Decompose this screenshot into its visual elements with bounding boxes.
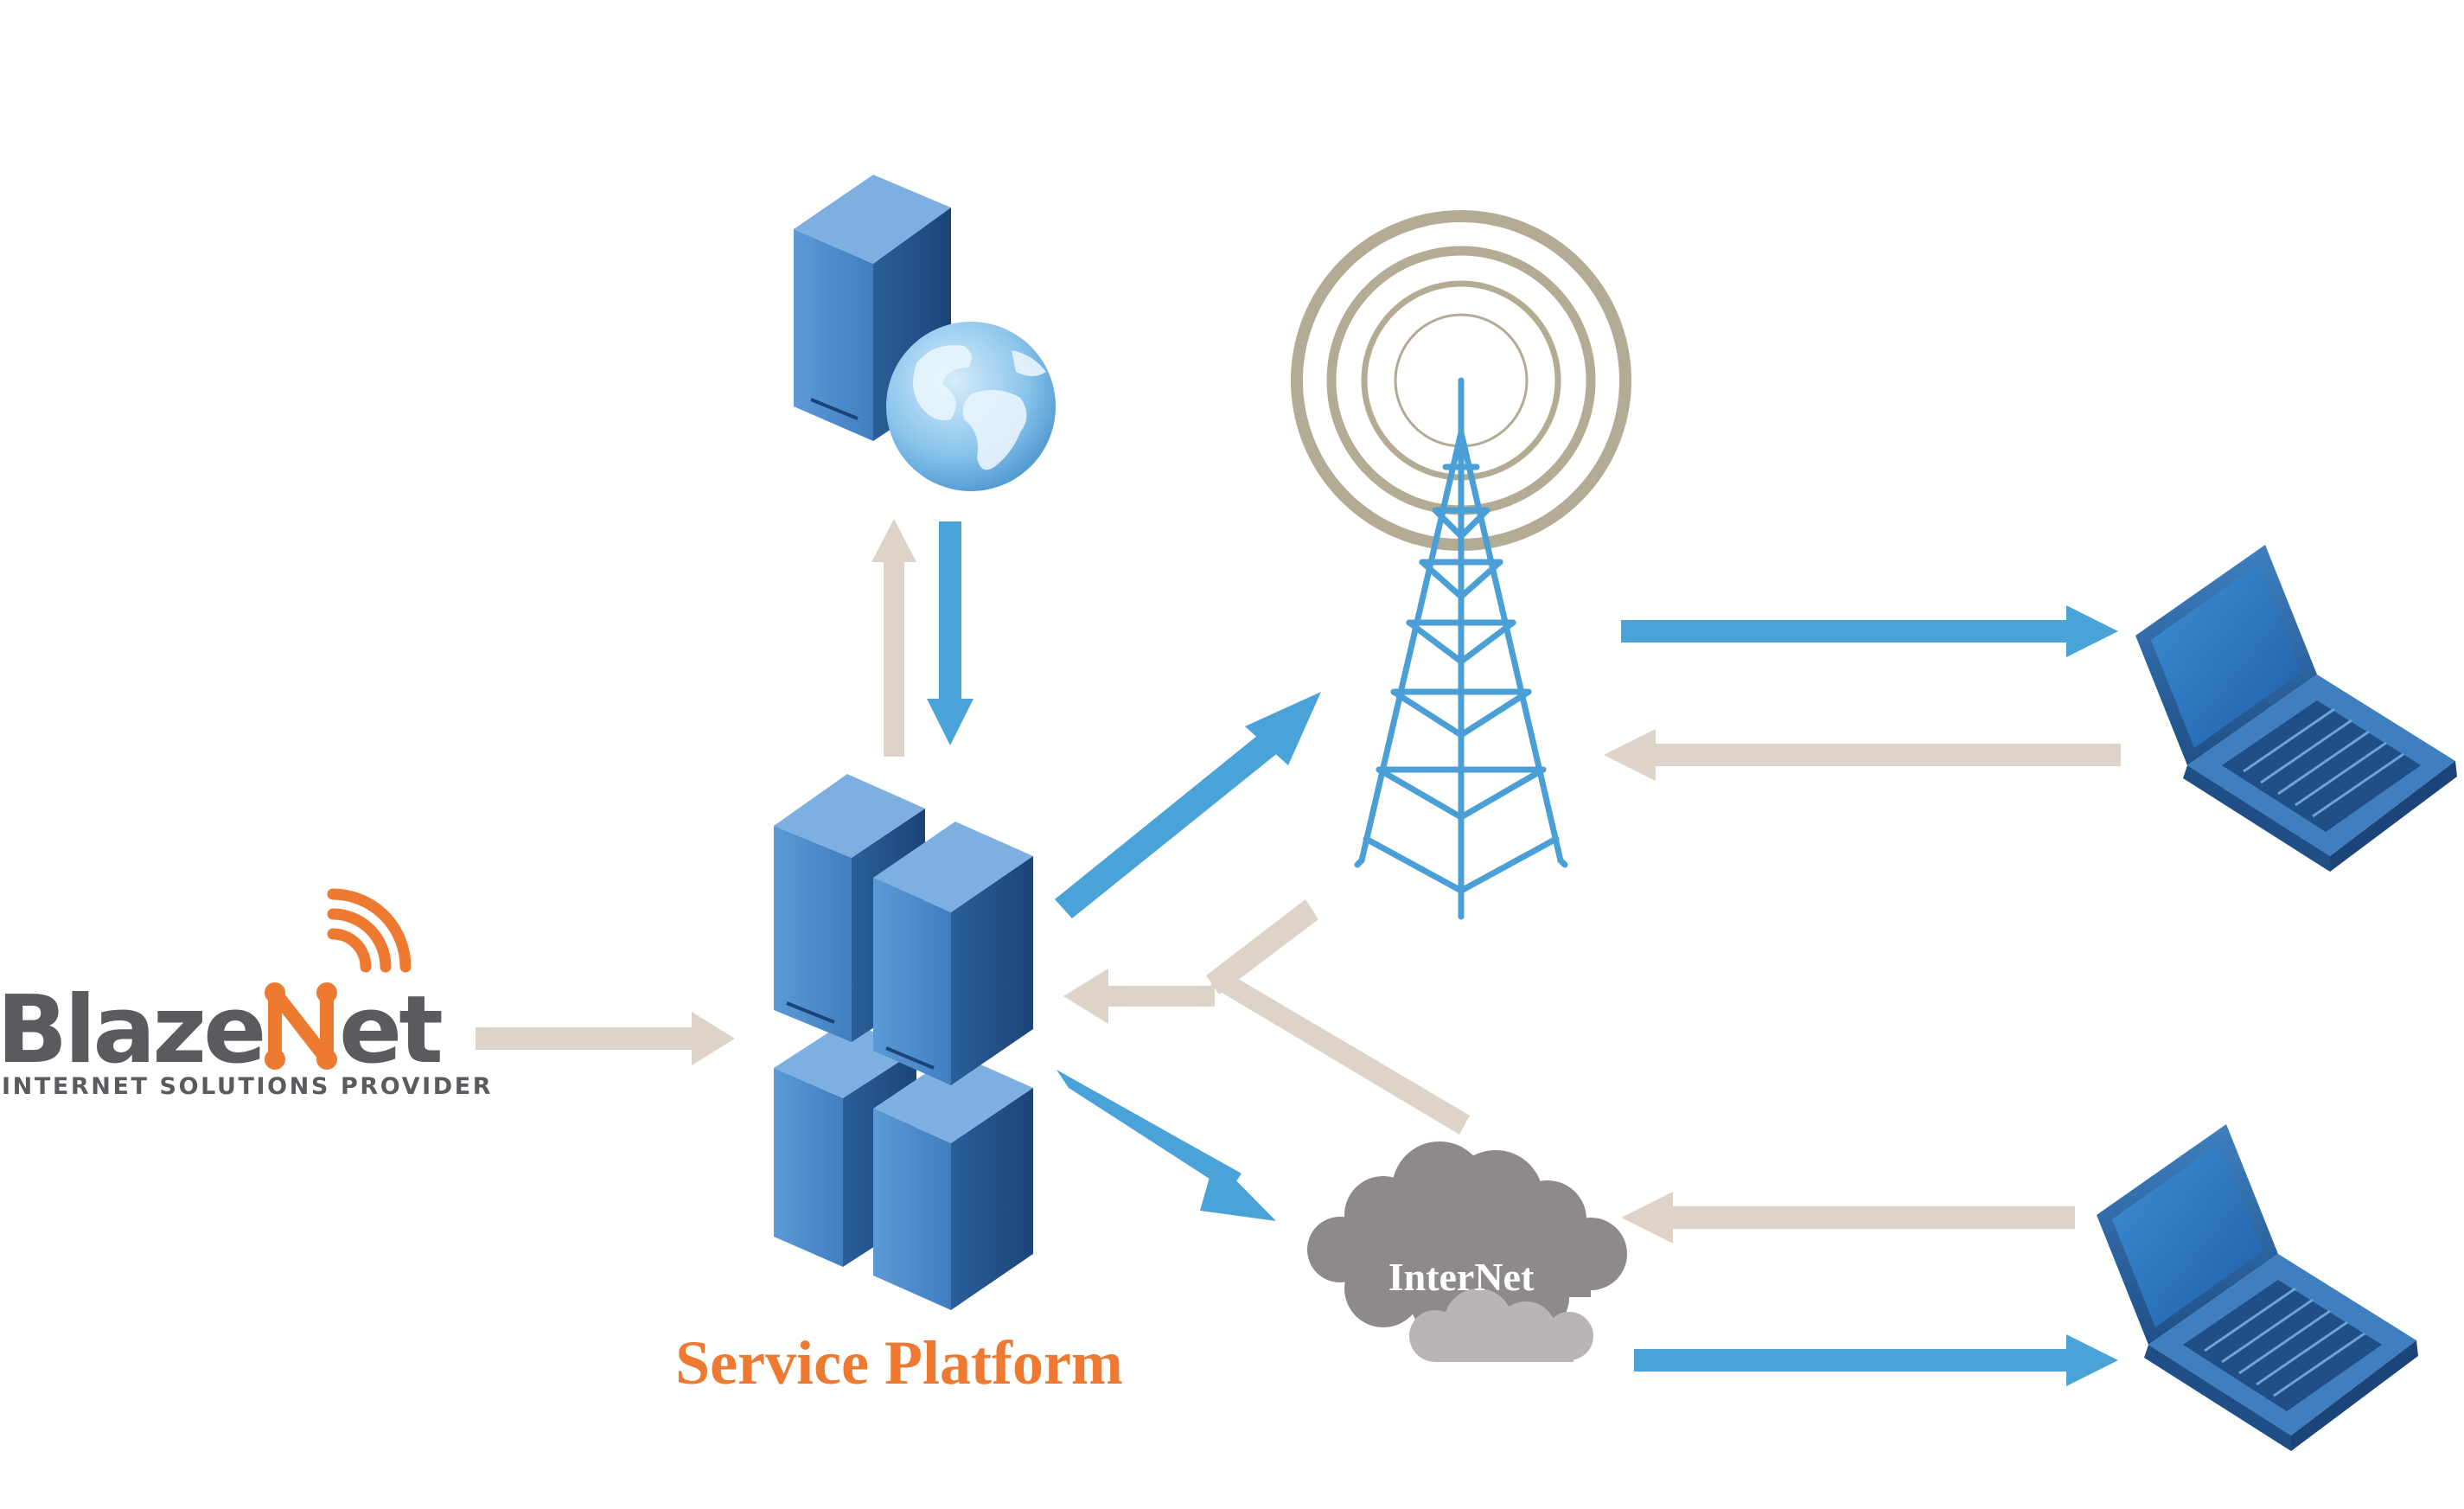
arrow-laptop-top-to-tower	[1604, 729, 2121, 781]
cloud-icon: InterNet	[1307, 1141, 1627, 1362]
wifi-signal-icon	[327, 888, 412, 973]
tower-structure	[1354, 377, 1568, 920]
laptop-icon	[2135, 545, 2457, 872]
logo-name-net: et	[339, 976, 442, 1084]
arrow-tower-cloud-to-platform	[1063, 899, 1470, 1135]
globe-icon	[886, 322, 1056, 491]
server-unit	[873, 1053, 1033, 1310]
logo-name-blaze: Blaze	[0, 976, 263, 1084]
arrow-webserver-to-platform	[927, 521, 973, 745]
arrow-laptop-bottom-to-cloud	[1621, 1192, 2075, 1244]
radio-tower-icon	[1291, 210, 1631, 920]
arrows	[476, 519, 2121, 1386]
blazenet-logo: Blaze et INTERNET SOLUTIONS PROVIDER	[0, 888, 493, 1100]
arrow-tower-to-laptop-top	[1621, 605, 2118, 657]
logo-letter-n	[265, 982, 337, 1070]
arrow-logo-to-platform	[476, 1012, 735, 1065]
cloud-label: InterNet	[1388, 1255, 1535, 1299]
arrow-platform-to-cloud	[1056, 1070, 1276, 1221]
arrow-platform-to-tower	[1055, 692, 1321, 918]
arrow-cloud-to-laptop-bottom	[1634, 1334, 2118, 1386]
server-unit	[873, 822, 1033, 1085]
logo-tagline: INTERNET SOLUTIONS PROVIDER	[2, 1073, 493, 1100]
service-platform-label: Service Platform	[675, 1328, 1123, 1397]
arrow-platform-to-webserver	[871, 519, 916, 757]
laptop-icon	[2097, 1124, 2418, 1451]
server-cluster-icon	[774, 774, 1033, 1310]
